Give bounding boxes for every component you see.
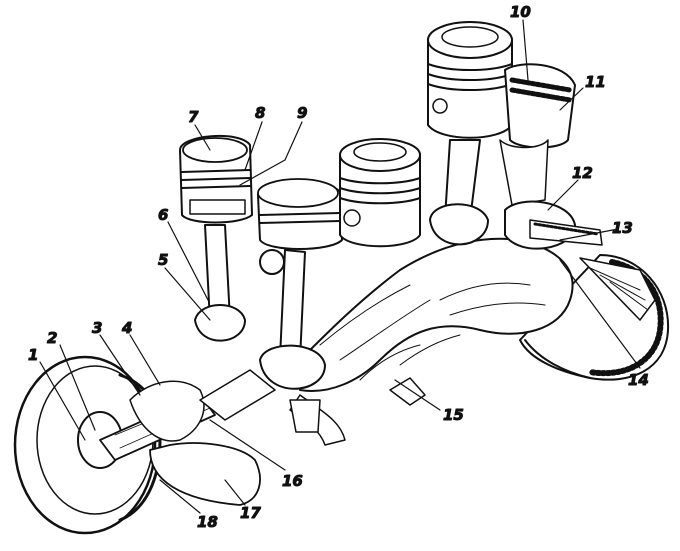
label-9: 9 xyxy=(297,104,307,122)
label-10: 10 xyxy=(510,3,531,21)
piston-2 xyxy=(257,178,343,433)
label-15: 15 xyxy=(443,406,464,424)
flywheel xyxy=(519,254,670,381)
label-3: 3 xyxy=(92,319,102,337)
label-6: 6 xyxy=(158,206,168,224)
label-7: 7 xyxy=(188,108,199,126)
piston-3 xyxy=(339,138,421,248)
label-13: 13 xyxy=(612,219,633,237)
label-14: 14 xyxy=(628,371,649,389)
label-5: 5 xyxy=(158,251,168,269)
part-labels: 1 2 3 4 5 6 7 8 9 10 11 12 13 14 15 16 1… xyxy=(28,3,650,532)
label-16: 16 xyxy=(282,472,303,490)
label-12: 12 xyxy=(572,164,593,182)
label-1: 1 xyxy=(28,346,38,364)
label-2: 2 xyxy=(47,329,57,347)
label-8: 8 xyxy=(255,104,265,122)
label-17: 17 xyxy=(240,504,261,522)
front-shaft xyxy=(99,369,276,506)
piston-4 xyxy=(427,21,513,246)
piston-1 xyxy=(179,134,253,342)
label-11: 11 xyxy=(585,73,606,91)
rear-piston-cutaway xyxy=(499,63,603,250)
leader-lines xyxy=(39,19,641,514)
label-18: 18 xyxy=(197,513,218,531)
label-4: 4 xyxy=(121,319,132,337)
